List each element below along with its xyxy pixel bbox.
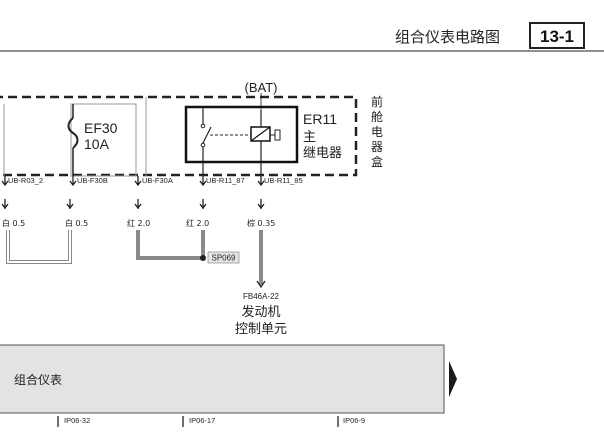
- wire-label: 红 2.0: [127, 218, 150, 228]
- ecu-pin-label: FB46A-22: [243, 292, 280, 301]
- pin-label: UB-R11_85: [264, 176, 303, 185]
- connector-group: UB-R03_2 UB-F30B UB-F30A UB-R11_87 UB-R1…: [1, 176, 303, 187]
- box-label-char: 电: [371, 125, 383, 139]
- pin-arrow-icon: [257, 176, 265, 187]
- box-label-char: 舱: [371, 110, 383, 124]
- relay-switch-blade: [202, 126, 212, 144]
- relay-desc-line1: 主: [303, 130, 316, 145]
- pin-label: UB-F30B: [77, 176, 108, 185]
- page-number: 13-1: [540, 27, 574, 46]
- pin-arrow-icon: [1, 176, 9, 187]
- pin-arrow-icon: [257, 199, 265, 210]
- red-wire-f30a: [136, 230, 203, 260]
- fuse-frame: [70, 103, 137, 177]
- box-label-char: 盒: [371, 154, 383, 169]
- relay-name: ER11: [303, 111, 337, 127]
- cluster-pin-label: IP06-9: [343, 416, 365, 425]
- box-label: 前 舱 电 器 盒: [371, 94, 383, 169]
- relay-contact-fixed: [200, 123, 206, 129]
- relay-coil-slash: [250, 126, 271, 142]
- fuse-name: EF30: [84, 120, 118, 136]
- relay-er11: ER11 主 继电器: [184, 105, 342, 164]
- wire-label: 白 0.5: [2, 218, 25, 228]
- splice-tag: [207, 251, 240, 264]
- fuse-ef30: EF30 10A: [67, 104, 118, 176]
- cluster-block: [0, 344, 445, 414]
- pin-label: UB-R03_2: [8, 176, 43, 185]
- wire-label: 白 0.5: [65, 218, 88, 228]
- pin-arrow-icon: [1, 199, 9, 210]
- page-number-box: [529, 22, 585, 49]
- pin-label: UB-R11_87: [206, 176, 245, 185]
- white-wire-loop-core: [7, 230, 71, 263]
- pin-arrow-icon: [69, 176, 77, 187]
- wire-label: 棕 0.35: [247, 218, 275, 228]
- fuse-relay-box: [0, 95, 358, 177]
- box-label-char: 器: [371, 140, 383, 154]
- relay-box: [184, 105, 299, 164]
- ecu-name-line2: 控制单元: [235, 322, 287, 337]
- fuse-icon: [67, 117, 79, 149]
- relay-diode-icon: [274, 129, 281, 141]
- pin-arrow-icon: [199, 199, 207, 210]
- pin-label: UB-F30A: [142, 176, 173, 185]
- pin-arrow-icon: [199, 176, 207, 187]
- cluster-pin-label: IP06-32: [64, 416, 90, 425]
- pin-arrow-icon: [134, 199, 142, 210]
- fuse-rating: 10A: [84, 136, 110, 152]
- wire-label-group: 白 0.5 白 0.5 红 2.0 红 2.0 棕 0.35: [1, 199, 275, 228]
- splice-node: [200, 255, 206, 261]
- pin-arrow-icon: [66, 199, 74, 210]
- pin-arrow-icon: [256, 280, 266, 289]
- cluster-name: 组合仪表: [14, 372, 62, 387]
- box-label-char: 前: [371, 94, 383, 109]
- wire-label: 红 2.0: [186, 218, 209, 228]
- white-wire-loop: [6, 230, 72, 264]
- relay-desc-line2: 继电器: [303, 146, 342, 161]
- cluster-pin-label: IP06-17: [189, 416, 215, 425]
- bat-label: (BAT): [245, 80, 278, 95]
- ecu-name-line1: 发动机: [241, 304, 280, 320]
- page-title: 组合仪表电路图: [395, 28, 500, 46]
- continue-arrow-icon: [449, 361, 457, 397]
- pin-arrow-icon: [134, 176, 142, 187]
- splice-label: SP069: [211, 254, 236, 263]
- relay-contact-moving: [200, 142, 206, 148]
